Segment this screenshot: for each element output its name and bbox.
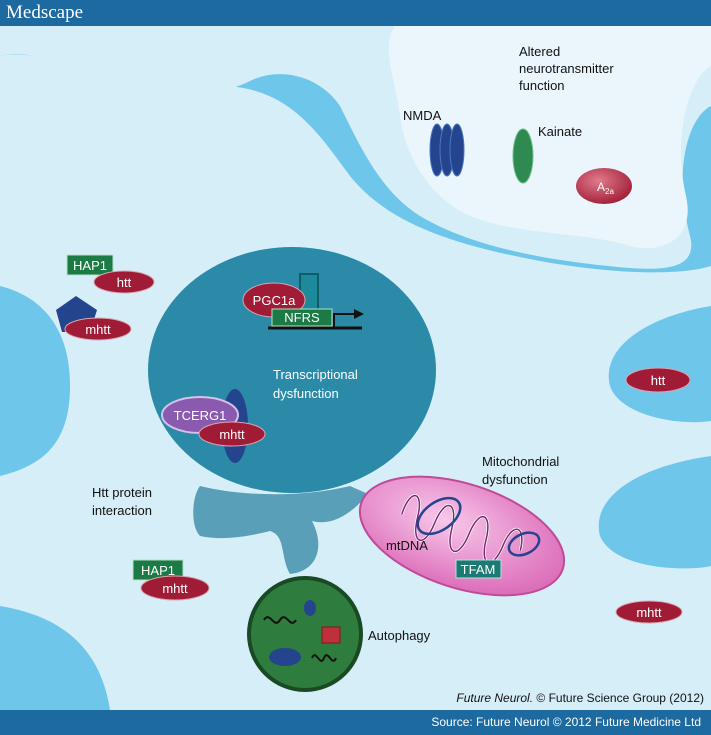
htt-interaction-label-1: Htt protein (92, 485, 152, 500)
hap1-top-label: HAP1 (73, 258, 107, 273)
credit-text: © Future Science Group (2012) (533, 691, 704, 705)
source-credit: Source: Future Neurol © 2012 Future Medi… (431, 715, 701, 729)
autophagy-cargo-oval-top (304, 600, 316, 616)
a2a-receptor[interactable] (576, 168, 632, 204)
right-blob-mid (608, 306, 711, 423)
altered-label-1: Altered (519, 44, 560, 59)
transcription-arrowhead (354, 309, 364, 319)
pathology-diagram: PGC1a NFRS TCERG1 mhtt Transcriptional d… (0, 26, 711, 710)
endoplasmic-reticulum (193, 486, 368, 574)
tcerg1-label: TCERG1 (174, 408, 227, 423)
nmda-subunit-3 (449, 123, 465, 177)
tfam-label: TFAM (461, 562, 496, 577)
tfam-box[interactable] (455, 559, 502, 579)
htt-right-protein[interactable] (625, 367, 691, 393)
a2a-label: A2a (597, 180, 614, 196)
right-blob-low (598, 456, 711, 569)
mitochondrion-cristae-inner (401, 494, 523, 564)
transcriptional-label-1: Transcriptional (273, 367, 358, 382)
footer-bar: Source: Future Neurol © 2012 Future Medi… (0, 710, 711, 735)
mhtt-left-protein[interactable] (64, 317, 132, 341)
mtdna-loop-2 (507, 531, 541, 557)
credit-journal: Future Neurol. (456, 691, 533, 705)
htt-top-label: htt (117, 275, 132, 290)
header-bar: Medscape (0, 0, 711, 26)
mitochondrion-outer (358, 475, 566, 597)
htt-interaction-label-2: interaction (92, 503, 152, 518)
mito-label-2: dysfunction (482, 472, 548, 487)
mito-label-1: Mitochondrial (482, 454, 559, 469)
htt-right-label: htt (651, 373, 666, 388)
credit-line: Future Neurol. © Future Science Group (2… (456, 691, 704, 705)
autophagy-cargo-squiggle-1 (263, 616, 297, 624)
autophagy-cargo-square (321, 626, 341, 644)
kainate-receptor (512, 128, 534, 184)
pgc1a-label: PGC1a (253, 293, 296, 308)
mhtt-nucleus-protein[interactable] (198, 421, 266, 447)
brand-logo[interactable]: Medscape (6, 2, 84, 23)
transcription-start-arrow (333, 313, 354, 328)
autophagy-label: Autophagy (368, 628, 431, 643)
mtdna-loop-1 (416, 496, 462, 536)
hap1-top-box[interactable] (66, 254, 114, 276)
altered-label-3: function (519, 78, 565, 93)
mtdna-label: mtDNA (386, 538, 428, 553)
mitochondrion (358, 475, 566, 597)
hap1-bottom-label: HAP1 (141, 563, 175, 578)
autophagy-cargo-oval (269, 648, 301, 666)
autophagy-cargo-squiggle-2 (311, 654, 337, 662)
left-blob-bottom (0, 606, 110, 710)
altered-label-2: neurotransmitter (519, 61, 614, 76)
nfrs-box[interactable] (271, 308, 333, 327)
kainate-label: Kainate (538, 124, 582, 139)
mhtt-bottom-label: mhtt (162, 581, 188, 596)
transcriptional-label-2: dysfunction (273, 386, 339, 401)
autophagosome (247, 576, 363, 692)
nfrs-label: NFRS (284, 310, 320, 325)
nmda-label: NMDA (403, 108, 442, 123)
mhtt-right-protein[interactable] (615, 600, 683, 624)
neurotransmitter-cell (388, 26, 711, 249)
mhtt-left-label: mhtt (85, 322, 111, 337)
mhtt-right-label: mhtt (636, 605, 662, 620)
mhtt-nucleus-label: mhtt (219, 427, 245, 442)
left-blob-top (0, 286, 70, 476)
mhtt-bottom-protein[interactable] (140, 575, 210, 601)
htt-top-protein[interactable] (93, 270, 155, 294)
